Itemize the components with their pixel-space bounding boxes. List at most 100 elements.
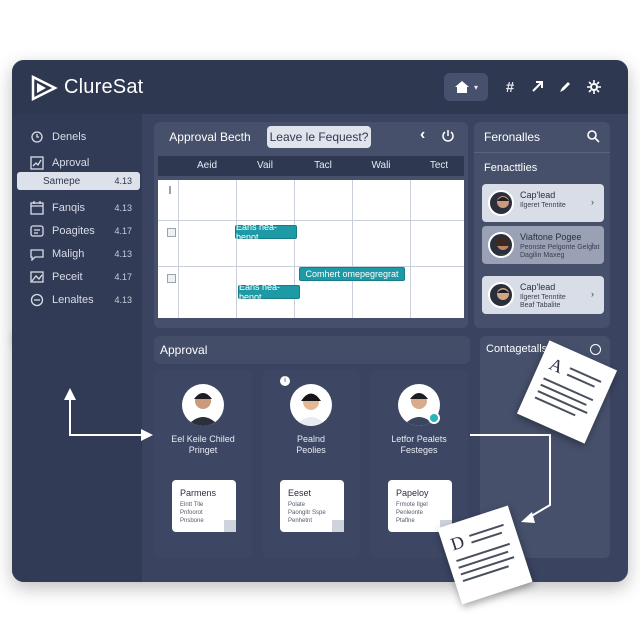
contact-detail: Beaf Tabalite [520, 302, 561, 309]
prev-arrow-icon[interactable]: ‹ [420, 126, 426, 143]
tab-approval-becth[interactable]: Approval Becth [169, 130, 251, 144]
contact-name: Viaftone Pogee [520, 232, 582, 242]
link-button[interactable] [525, 75, 549, 99]
page-fold [224, 520, 236, 532]
document-letter: D [448, 531, 467, 555]
approver-card[interactable]: i Pealnd Peolies Eeset Polate Paongitr S… [262, 370, 360, 558]
approver-document[interactable]: Parmens Elntt Tlle Pnfoorot Pnsbone [172, 480, 236, 532]
sidebar: Denels Aproval Samepe 4.13 Fanqis 4.13 P… [12, 114, 142, 582]
calendar-event[interactable]: Eans hea-benot [238, 282, 300, 302]
sidebar-item-label: Lenaltes [52, 294, 94, 306]
document-line: Elntt Tlle [180, 502, 204, 508]
pen-icon [560, 82, 570, 92]
row-checkbox[interactable] [167, 228, 176, 237]
contacts-panel-title: Feronalles [484, 130, 541, 144]
logo-icon [31, 74, 58, 102]
sidebar-item-label: Denels [52, 131, 87, 143]
calendar-event[interactable]: Comhert omepegregrat [299, 267, 405, 281]
row-checkbox[interactable] [167, 274, 176, 283]
row-marker [169, 186, 171, 194]
sidebar-item-lenaltes[interactable]: Lenaltes 4.13 [18, 291, 140, 309]
day-header: Wali [371, 160, 391, 171]
tab-leave-request[interactable]: Leave le Fequest? [267, 126, 371, 148]
approver-card[interactable]: Eel Keile Chiled Pringet Parmens Elntt T… [154, 370, 252, 558]
contact-card[interactable]: Cap'lead Ilgeret Tenntite Beaf Tabalite … [482, 276, 604, 314]
sidebar-item-count: 4.13 [114, 176, 132, 186]
sidebar-item-count: 4.13 [114, 249, 132, 259]
contacts-subtitle: Fenacttlies [484, 162, 538, 174]
contact-card[interactable]: Cap'lead Ilgeret Tenntite › [482, 184, 604, 222]
avatar [290, 384, 332, 426]
approval-header [154, 336, 470, 364]
sidebar-item-fanqis[interactable]: Fanqis 4.13 [18, 199, 140, 217]
avatar [182, 384, 224, 426]
avatar [488, 190, 514, 216]
info-circle-icon[interactable] [590, 344, 601, 355]
document-title: Papeloy [396, 488, 429, 498]
contact-name: Cap'lead [520, 190, 556, 200]
chevron-down-icon: ▾ [473, 82, 478, 92]
contagetalls-title: Contagetalls [486, 343, 548, 355]
contact-detail: Dagilin Maxeg [520, 252, 565, 259]
home-menu-button[interactable]: ▾ [444, 73, 488, 101]
calendar-header: Aeid Vail Tacl Wali Tect [158, 156, 464, 176]
page-fold [332, 520, 344, 532]
document-line: Frmote Ilgel [396, 502, 428, 508]
approver-name: Pealnd Peolies [296, 434, 326, 455]
top-bar: ClureSat ▾ # [12, 60, 628, 114]
calendar-icon [30, 201, 44, 215]
document-line: Pnsbone [180, 518, 204, 524]
sidebar-item-samepe[interactable]: Samepe 4.13 [17, 172, 140, 190]
chevron-right-icon: › [591, 289, 594, 299]
hash-icon: # [505, 78, 515, 96]
chevron-right-icon: › [591, 197, 594, 207]
day-header: Tacl [314, 160, 332, 171]
contact-name: Cap'lead [520, 282, 556, 292]
power-icon[interactable] [441, 129, 455, 148]
hash-button[interactable]: # [498, 75, 522, 99]
image-icon [30, 270, 44, 284]
contact-detail: Ilgeret Tenntite [520, 294, 566, 301]
approver-name: Eel Keile Chiled Pringet [171, 434, 235, 455]
avatar [488, 232, 514, 258]
document-line: Paongitr Sspe [288, 510, 326, 516]
contacts-divider [474, 152, 610, 153]
info-icon: i [280, 376, 290, 386]
avatar [488, 282, 514, 308]
calendar-event[interactable]: Eans hea-benot [235, 222, 297, 242]
chart-icon [30, 156, 44, 170]
calendar-grid: Eans hea-benot [158, 180, 464, 318]
approver-name: Letfor Pealets Festeges [391, 434, 447, 455]
approver-document[interactable]: Papeloy Frmote Ilgel Penleonte Ptaflne [388, 480, 452, 532]
gear-icon [587, 80, 601, 94]
settings-button[interactable] [582, 75, 606, 99]
edit-button[interactable] [553, 75, 577, 99]
document-line: Ptaflne [396, 518, 415, 524]
document-line: Penleonte [396, 510, 424, 516]
document-letter: A [546, 353, 567, 378]
document-line: Polate [288, 502, 306, 508]
sidebar-item-label: Peceit [52, 271, 83, 283]
document-line: Penhetnt [288, 518, 313, 524]
sidebar-item-count: 4.13 [114, 295, 132, 305]
approval-title: Approval [160, 343, 208, 357]
sidebar-item-label: Fanqis [52, 202, 86, 214]
day-header: Vail [257, 160, 273, 171]
bubble-icon [30, 293, 44, 307]
message-icon [30, 247, 44, 262]
contact-detail: Peonste Pelgonte Gelgiat [520, 244, 600, 251]
sidebar-item-count: 4.17 [114, 226, 132, 236]
document-line: Pnfoorot [180, 510, 203, 516]
sidebar-item-peceit[interactable]: Peceit 4.17 [18, 268, 140, 286]
sidebar-item-label: Poagites [52, 225, 95, 237]
sidebar-item-label: Samepe [43, 175, 81, 187]
contact-card[interactable]: Viaftone Pogee Peonste Pelgonte Gelgiat … [482, 226, 604, 264]
sidebar-item-label: Maligh [52, 248, 85, 260]
approver-document[interactable]: Eeset Polate Paongitr Sspe Penhetnt [280, 480, 344, 532]
sidebar-item-poagites[interactable]: Poagites 4.17 [18, 222, 140, 240]
search-icon[interactable] [587, 130, 600, 148]
sidebar-item-denels[interactable]: Denels [18, 128, 140, 146]
sidebar-item-maligh[interactable]: Maligh 4.13 [18, 245, 140, 263]
sidebar-item-aproval[interactable]: Aproval [18, 154, 140, 172]
sidebar-item-count: 4.13 [114, 203, 132, 213]
